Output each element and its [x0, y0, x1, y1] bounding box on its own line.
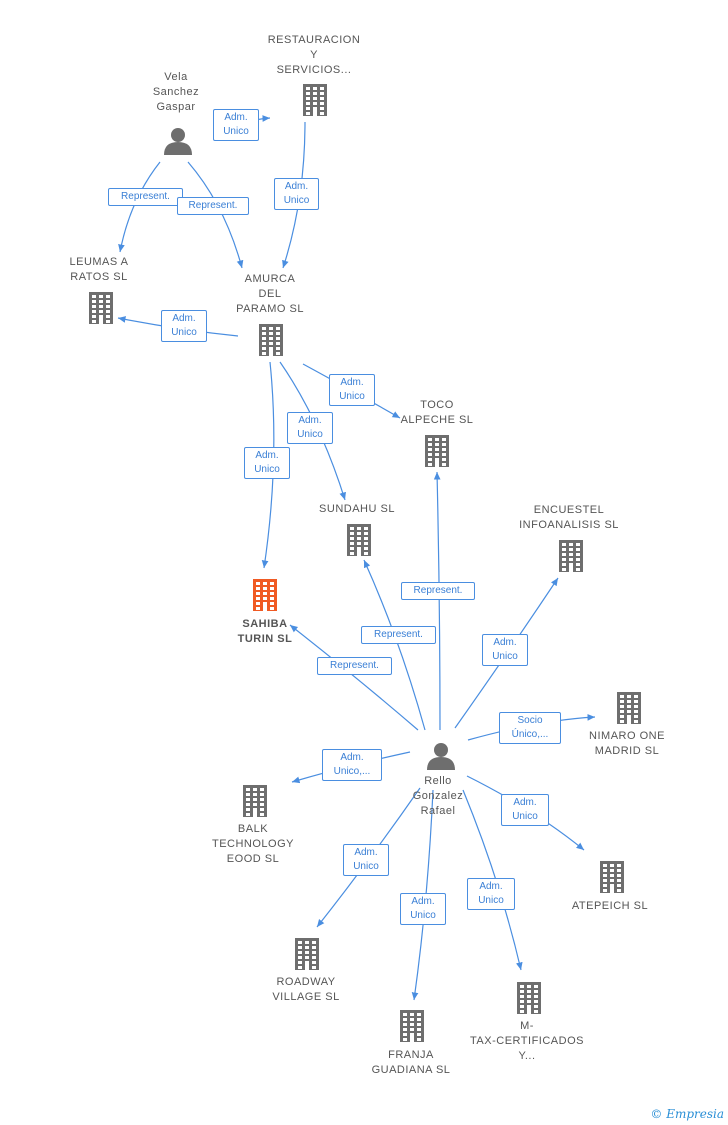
node-label-mtax[interactable]: M- TAX-CERTIFICADOS Y... [470, 1020, 584, 1062]
node-label-amurca[interactable]: AMURCA DEL PARAMO SL [236, 273, 304, 315]
copyright-symbol: © [650, 1107, 663, 1121]
edge-label-e9: Represent. [401, 582, 475, 600]
node-label-encuestel[interactable]: ENCUESTEL INFOANALISIS SL [519, 504, 619, 531]
edge-label-e6: Adm. Unico [329, 374, 375, 406]
edge-label-e11: Represent. [317, 657, 392, 675]
edge-label-e13: Socio Único,... [499, 712, 561, 744]
node-label-rello[interactable]: Rello Gonzalez Rafael [412, 775, 464, 817]
person-icon-vela[interactable] [164, 128, 192, 155]
building-icon-mtax[interactable] [517, 982, 541, 1014]
edge-line-e11 [289, 624, 419, 731]
edge-label-e14: Adm. Unico,... [322, 749, 382, 781]
building-icon-roadway[interactable] [295, 938, 319, 970]
edge-label-e3: Represent. [177, 197, 249, 215]
building-icon-leumas[interactable] [89, 292, 113, 324]
empresia-logo: © Empresia [650, 1107, 724, 1121]
edge-label-e2: Represent. [108, 188, 183, 206]
edge-label-e18: Adm. Unico [467, 878, 515, 910]
node-label-restauracion[interactable]: RESTAURACION Y SERVICIOS... [267, 34, 361, 76]
edge-label-e16: Adm. Unico [343, 844, 389, 876]
node-label-atepeich[interactable]: ATEPEICH SL [571, 900, 649, 912]
building-icon-sundahu[interactable] [347, 524, 371, 556]
edge-label-e7: Adm. Unico [287, 412, 333, 444]
building-icon-franja[interactable] [400, 1010, 424, 1042]
node-label-nimaro[interactable]: NIMARO ONE MADRID SL [589, 730, 665, 757]
building-icon-sahiba[interactable] [253, 579, 277, 611]
node-label-sundahu[interactable]: SUNDAHU SL [319, 503, 395, 515]
edge-label-e5: Adm. Unico [161, 310, 207, 342]
node-label-franja[interactable]: FRANJA GUADIANA SL [371, 1049, 451, 1076]
edge-label-e1: Adm. Unico [213, 109, 259, 141]
edge-label-e10: Represent. [361, 626, 436, 644]
brand-name: Empresia [666, 1107, 724, 1121]
building-icon-atepeich[interactable] [600, 861, 624, 893]
edge-label-e8: Adm. Unico [244, 447, 290, 479]
node-label-roadway[interactable]: ROADWAY VILLAGE SL [272, 976, 340, 1003]
edge-label-e15: Adm. Unico [501, 794, 549, 826]
edge-line-e9 [433, 471, 441, 731]
building-icon-restauracion[interactable] [303, 84, 327, 116]
node-label-balk[interactable]: BALK TECHNOLOGY EOOD SL [211, 823, 294, 865]
building-icon-balk[interactable] [243, 785, 267, 817]
edge-line-e2 [118, 161, 161, 253]
edge-label-e17: Adm. Unico [400, 893, 446, 925]
node-label-sahiba[interactable]: SAHIBA TURIN SL [237, 618, 293, 645]
edge-label-e4: Adm. Unico [274, 178, 319, 210]
node-label-vela[interactable]: Vela Sanchez Gaspar [152, 71, 200, 113]
building-icon-nimaro[interactable] [617, 692, 641, 724]
node-label-leumas[interactable]: LEUMAS A RATOS SL [69, 256, 129, 283]
building-icon-amurca[interactable] [259, 324, 283, 356]
node-label-toco[interactable]: TOCO ALPECHE SL [400, 399, 474, 426]
building-icon-encuestel[interactable] [559, 540, 583, 572]
building-icon-toco[interactable] [425, 435, 449, 467]
person-icon-rello[interactable] [427, 743, 455, 770]
edge-line-e3 [187, 161, 244, 269]
edge-label-e12: Adm. Unico [482, 634, 528, 666]
